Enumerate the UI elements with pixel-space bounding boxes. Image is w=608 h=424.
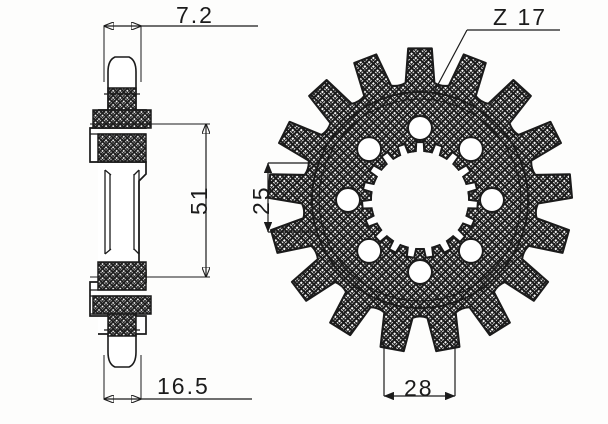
sprocket-rim-circle-1 <box>311 91 529 309</box>
sprocket-rim-circle-2 <box>318 98 522 302</box>
bore-inner-fill <box>372 152 468 248</box>
lightening-hole-1 <box>407 115 433 141</box>
lightening-hole-8 <box>356 136 383 163</box>
dim-label-16-5: 16.5 <box>157 373 210 399</box>
lightening-hole-5 <box>407 259 433 285</box>
lightening-hole-2 <box>457 136 484 163</box>
dim-label-7-2: 7.2 <box>176 2 214 28</box>
dim-label-28: 28 <box>404 375 434 401</box>
lightening-hole-3 <box>479 187 505 213</box>
dim-label-51: 51 <box>186 185 212 215</box>
lightening-hole-4 <box>457 237 484 264</box>
sprocket-tooth-outline <box>266 47 574 353</box>
dim-label-25: 25 <box>248 185 274 215</box>
lightening-hole-6 <box>356 237 383 264</box>
label-tooth-count: Z 17 <box>493 4 548 30</box>
dimension-lines <box>104 26 560 399</box>
lightening-hole-7 <box>335 187 361 213</box>
leader-z17 <box>433 29 468 93</box>
